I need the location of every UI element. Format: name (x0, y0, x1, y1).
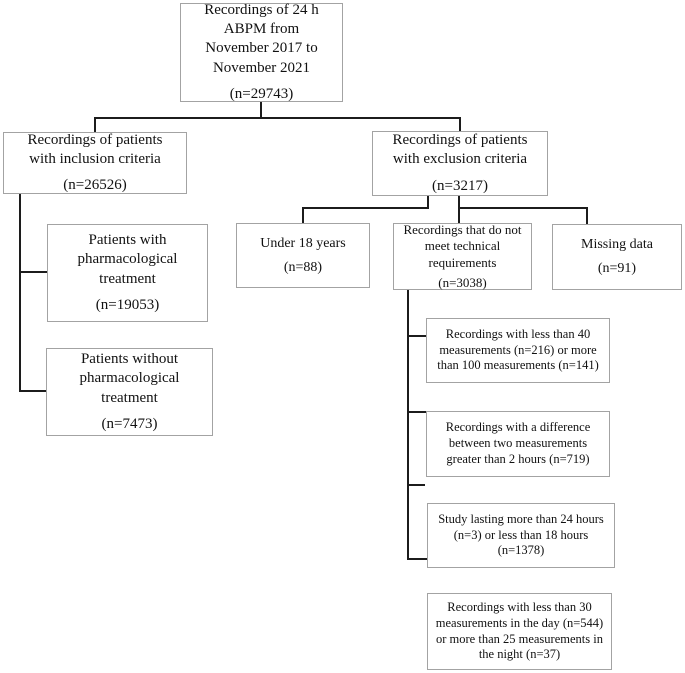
connector-sub3-stub (407, 484, 425, 486)
node-count: (n=26526) (63, 177, 127, 194)
node-text: Study lasting more than 24 hours(n=3) or… (438, 511, 604, 558)
connector-missing-horizontal (458, 207, 588, 209)
node-count: (n=3217) (432, 177, 488, 194)
node-study-duration-exclusion: Study lasting more than 24 hours(n=3) or… (427, 503, 615, 568)
connector-sub3-elbow (407, 558, 427, 560)
connector-technical-trunk (407, 290, 409, 560)
node-under-18-years: Under 18 years (n=88) (236, 223, 370, 288)
connector-exclusion-drop (459, 117, 461, 131)
connector-under18-drop (302, 207, 304, 223)
connector-pharm-stub (19, 271, 47, 273)
node-count: (n=88) (283, 259, 323, 275)
connector-under18-horizontal (302, 207, 429, 209)
node-text: Missing data (581, 237, 653, 253)
connector-technical-stem (458, 196, 460, 223)
node-text: Under 18 years (260, 235, 346, 251)
node-count: (n=29743) (229, 85, 294, 102)
connector-total-stem (260, 102, 262, 118)
connector-inclusion-drop (94, 117, 96, 132)
node-missing-data: Missing data (n=91) (552, 224, 682, 290)
node-count: (n=19053) (95, 296, 160, 313)
connector-missing-drop (586, 207, 588, 224)
connector-nopharm-stub (19, 390, 46, 392)
connector-level1-horizontal (94, 117, 461, 119)
connector-sub2-stub (407, 411, 426, 413)
connector-sub1-stub (407, 335, 426, 337)
connector-exclusion-left-stem (427, 196, 429, 209)
node-count: (n=7473) (101, 415, 158, 432)
node-count: (n=91) (597, 261, 637, 276)
node-count: (n=3038) (438, 275, 487, 290)
connector-inclusion-trunk (19, 194, 21, 392)
